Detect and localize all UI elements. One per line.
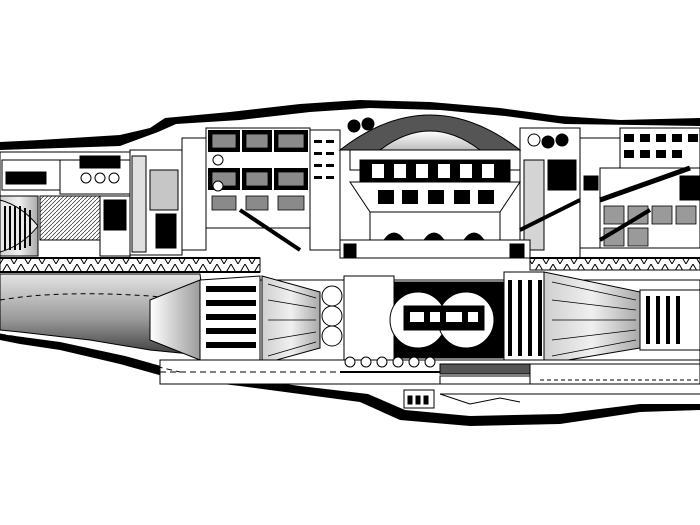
central-dome-structure <box>338 114 531 259</box>
upper-deck-buildings <box>0 117 700 263</box>
lower-transit-deck <box>0 333 700 409</box>
connecting-ramps <box>238 198 652 252</box>
truss-bridge <box>0 257 700 273</box>
engine-nacelle <box>149 271 700 365</box>
